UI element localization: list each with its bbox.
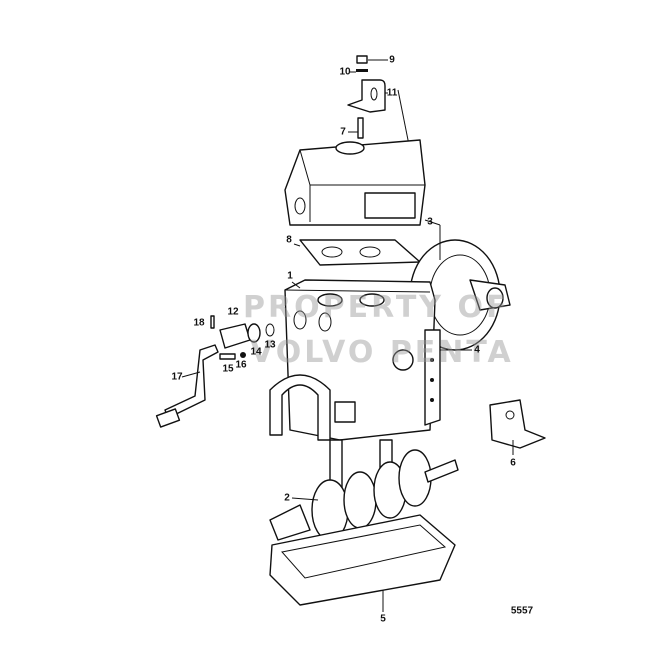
part-label-3: 3 xyxy=(427,216,433,228)
oil-pan-5 xyxy=(269,514,456,606)
o-ring-13 xyxy=(265,323,275,337)
part-label-6: 6 xyxy=(510,457,516,469)
leader-lines xyxy=(181,59,514,612)
part-label-12: 12 xyxy=(227,306,239,318)
crankshaft-2 xyxy=(269,449,459,541)
engine-mount-4 xyxy=(424,329,441,426)
part-label-11: 11 xyxy=(386,87,398,99)
part-label-7: 7 xyxy=(340,126,346,138)
part-label-15: 15 xyxy=(222,363,234,375)
part-label-13: 13 xyxy=(264,339,276,351)
part-label-9: 9 xyxy=(389,54,395,66)
part-label-5: 5 xyxy=(380,613,386,625)
engine-foot-6 xyxy=(489,399,546,449)
pin-18 xyxy=(210,315,215,329)
cylinder-block-1 xyxy=(269,279,436,441)
bolt-15 xyxy=(219,353,236,360)
head-gasket-8 xyxy=(299,239,421,266)
part-label-1: 1 xyxy=(287,270,293,282)
dipstick xyxy=(397,89,411,151)
stud-7 xyxy=(357,117,364,139)
drawing-number: 5557 xyxy=(510,605,534,617)
part-label-8: 8 xyxy=(286,234,292,246)
washer-16 xyxy=(240,352,246,358)
nut-9 xyxy=(356,55,368,64)
part-label-14: 14 xyxy=(250,346,262,358)
part-label-10: 10 xyxy=(339,66,351,78)
starter-bushing-12 xyxy=(219,323,261,349)
part-label-4: 4 xyxy=(474,344,480,356)
starting-handle-17 xyxy=(155,344,219,428)
watermark-line-2: VOLVO PENTA xyxy=(250,335,514,370)
part-label-18: 18 xyxy=(193,317,205,329)
part-label-17: 17 xyxy=(171,371,183,383)
part-label-16: 16 xyxy=(235,359,247,371)
watermark-line-1: PROPERTY OF xyxy=(243,290,510,325)
washer-10 xyxy=(356,69,368,72)
bracket-11 xyxy=(347,79,386,113)
valve-cover xyxy=(284,139,426,226)
part-label-2: 2 xyxy=(284,492,290,504)
